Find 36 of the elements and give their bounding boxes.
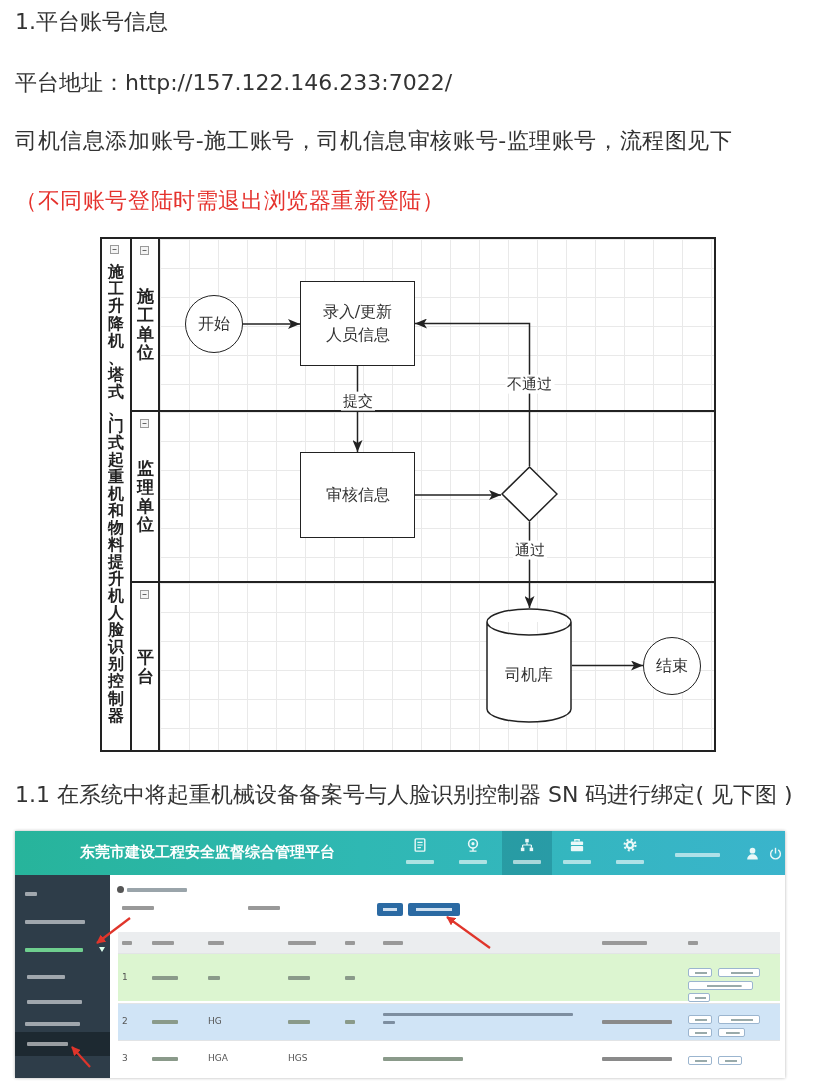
flow-arrow (414, 318, 531, 467)
flow-arrow (571, 660, 644, 671)
database-cylinder (486, 608, 572, 723)
flow-arrow (242, 319, 301, 329)
body-text: 司机信息添加账号-施工账号，司机信息审核账号-监理账号，流程图见下 (15, 127, 733, 155)
table-text: 3 (122, 1053, 128, 1065)
table-text: HGA (208, 1053, 228, 1065)
lane-title: 施工单位 (136, 287, 154, 362)
lane-title: 监理单位 (136, 459, 154, 534)
lane-title: 平台 (136, 647, 154, 686)
node-label: 录入/更新人员信息 (321, 301, 394, 346)
pool-title: 施工升降机、塔式、门式起重机和物料提升机人脸识别控制器 (108, 264, 124, 725)
subsection-heading: 1.1 在系统中将起重机械设备备案号与人脸识别控制器 SN 码进行绑定( 见下图 ) (15, 781, 793, 809)
table-text: HG (208, 1016, 222, 1028)
process-box (300, 281, 415, 366)
address-line: 平台地址：http://157.122.146.233:7022/ (15, 69, 453, 97)
note-text: （不同账号登陆时需退出浏览器重新登陆） (15, 187, 445, 215)
edge-label: 通过 (512, 541, 547, 560)
section-heading: 1.平台账号信息 (15, 8, 168, 36)
swimlane-pool (100, 237, 716, 752)
node-label: 开始 (198, 312, 230, 335)
process-box (300, 452, 415, 538)
swimlane (132, 581, 714, 750)
node-label: 司机库 (505, 664, 553, 687)
table-text: HGS (288, 1053, 308, 1065)
edge-label: 不通过 (505, 374, 554, 394)
table-text: 2 (122, 1016, 128, 1028)
node-label: 审核信息 (325, 483, 390, 506)
flow-arrow (414, 490, 502, 500)
table-text: 1 (122, 972, 128, 984)
decision-diamond (501, 466, 558, 522)
swimlane (132, 239, 714, 410)
node-label: 结束 (656, 654, 688, 677)
platform-title: 东莞市建设工程安全监督综合管理平台 (80, 843, 335, 862)
swimlane (132, 410, 714, 581)
edge-label: 提交 (340, 391, 375, 411)
